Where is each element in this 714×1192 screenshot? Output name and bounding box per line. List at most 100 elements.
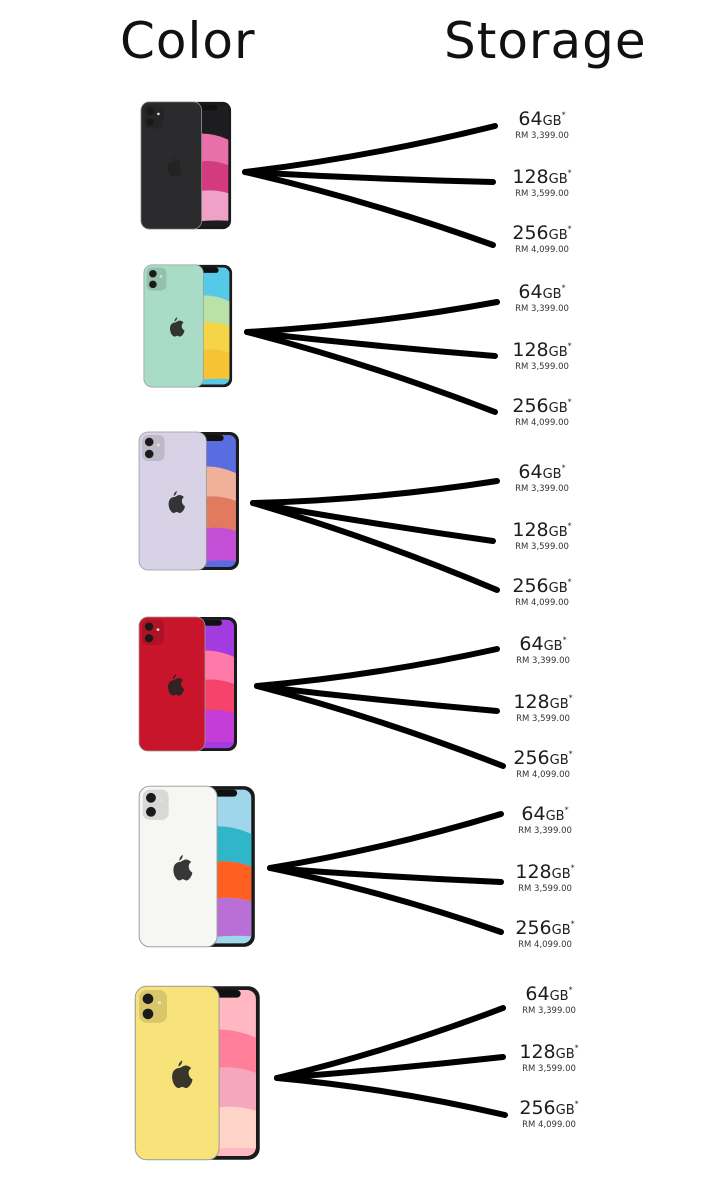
storage-option-green-256[interactable]: 256GB*RM 4,099.00 — [502, 395, 582, 428]
capacity-value: 64 — [525, 983, 550, 1005]
storage-capacity: 128GB* — [502, 166, 582, 188]
storage-option-red-128[interactable]: 128GB*RM 3,599.00 — [503, 691, 583, 724]
connector-black-2 — [242, 169, 496, 185]
capacity-unit: GB — [542, 287, 562, 302]
phone-red[interactable] — [138, 616, 238, 752]
storage-option-red-256[interactable]: 256GB*RM 4,099.00 — [503, 747, 583, 780]
storage-price: RM 3,599.00 — [515, 541, 569, 552]
capacity-unit: GB — [548, 172, 568, 187]
capacity-value: 128 — [515, 861, 552, 883]
footnote-mark: * — [570, 863, 575, 873]
capacity-value: 256 — [512, 575, 549, 597]
capacity-value: 256 — [512, 395, 549, 417]
storage-capacity: 64GB* — [502, 108, 582, 130]
capacity-value: 64 — [518, 461, 543, 483]
storage-option-white-256[interactable]: 256GB*RM 4,099.00 — [505, 918, 585, 950]
storage-price: RM 3,599.00 — [515, 188, 569, 199]
storage-price: RM 4,099.00 — [515, 597, 569, 608]
storage-capacity: 64GB* — [502, 461, 582, 483]
capacity-unit: GB — [543, 639, 563, 654]
footnote-mark: * — [567, 341, 572, 351]
capacity-unit: GB — [548, 228, 568, 243]
phone-purple[interactable] — [138, 431, 240, 571]
storage-option-purple-256[interactable]: 256GB*RM 4,099.00 — [502, 575, 582, 608]
storage-option-black-256[interactable]: 256GB*RM 4,099.00 — [502, 222, 582, 255]
connector-yellow-2 — [274, 1054, 506, 1081]
footnote-mark: * — [561, 110, 566, 120]
capacity-value: 128 — [512, 166, 549, 188]
storage-capacity: 64GB* — [502, 282, 582, 303]
capacity-value: 256 — [513, 747, 550, 769]
storage-capacity: 128GB* — [509, 1041, 589, 1063]
connector-purple-2 — [250, 500, 496, 544]
storage-price: RM 4,099.00 — [515, 417, 569, 428]
storage-option-white-128[interactable]: 128GB*RM 3,599.00 — [505, 861, 585, 894]
storage-price: RM 3,599.00 — [515, 361, 569, 372]
footnote-mark: * — [561, 463, 566, 473]
storage-option-black-64[interactable]: 64GB*RM 3,399.00 — [502, 108, 582, 141]
connector-red-1 — [254, 646, 500, 689]
storage-capacity: 256GB* — [503, 747, 583, 769]
storage-option-yellow-128[interactable]: 128GB*RM 3,599.00 — [509, 1041, 589, 1074]
footnote-mark: * — [567, 397, 572, 407]
capacity-value: 64 — [521, 803, 546, 825]
storage-price: RM 3,399.00 — [518, 825, 572, 836]
storage-option-red-64[interactable]: 64GB*RM 3,399.00 — [503, 633, 583, 666]
storage-option-green-128[interactable]: 128GB*RM 3,599.00 — [502, 340, 582, 372]
storage-price: RM 4,099.00 — [522, 1119, 576, 1130]
storage-price: RM 3,599.00 — [516, 713, 570, 724]
storage-option-green-64[interactable]: 64GB*RM 3,399.00 — [502, 282, 582, 314]
phone-black[interactable] — [140, 101, 232, 230]
footnote-mark: * — [561, 283, 566, 293]
connector-black-1 — [242, 123, 498, 175]
storage-capacity: 64GB* — [503, 633, 583, 655]
color-header: Color — [120, 12, 256, 70]
connector-green-1 — [244, 299, 500, 335]
storage-option-yellow-64[interactable]: 64GB*RM 3,399.00 — [509, 983, 589, 1016]
storage-option-purple-128[interactable]: 128GB*RM 3,599.00 — [502, 520, 582, 552]
footnote-mark: * — [564, 805, 569, 815]
connector-green-2 — [244, 329, 498, 359]
footnote-mark: * — [574, 1043, 579, 1053]
storage-capacity: 128GB* — [502, 520, 582, 541]
footnote-mark: * — [567, 577, 572, 587]
capacity-value: 64 — [518, 108, 543, 130]
storage-capacity: 64GB* — [505, 803, 585, 825]
storage-option-white-64[interactable]: 64GB*RM 3,399.00 — [505, 803, 585, 836]
phone-yellow[interactable] — [134, 985, 261, 1161]
storage-capacity: 256GB* — [505, 918, 585, 939]
capacity-value: 256 — [519, 1097, 556, 1119]
footnote-mark: * — [562, 635, 567, 645]
connector-red-2 — [254, 683, 500, 714]
storage-capacity: 256GB* — [502, 575, 582, 597]
storage-option-black-128[interactable]: 128GB*RM 3,599.00 — [502, 166, 582, 199]
storage-price: RM 4,099.00 — [516, 769, 570, 780]
capacity-value: 256 — [512, 222, 549, 244]
storage-capacity: 128GB* — [505, 861, 585, 883]
footnote-mark: * — [567, 521, 572, 531]
capacity-unit: GB — [545, 809, 565, 824]
capacity-unit: GB — [549, 989, 569, 1004]
storage-price: RM 3,399.00 — [522, 1005, 576, 1016]
capacity-value: 128 — [519, 1041, 556, 1063]
storage-option-yellow-256[interactable]: 256GB*RM 4,099.00 — [509, 1097, 589, 1130]
storage-price: RM 3,399.00 — [515, 303, 569, 314]
connector-purple-3 — [250, 500, 500, 593]
capacity-unit: GB — [549, 753, 569, 768]
connector-purple-1 — [250, 478, 500, 506]
capacity-value: 128 — [513, 691, 550, 713]
storage-capacity: 256GB* — [502, 222, 582, 244]
connector-white-3 — [267, 865, 504, 935]
capacity-unit: GB — [548, 345, 568, 360]
storage-price: RM 3,599.00 — [518, 883, 572, 894]
capacity-unit: GB — [549, 697, 569, 712]
footnote-mark: * — [574, 1099, 579, 1109]
phone-white[interactable] — [138, 785, 256, 948]
capacity-value: 64 — [519, 633, 544, 655]
footnote-mark: * — [567, 168, 572, 178]
storage-option-purple-64[interactable]: 64GB*RM 3,399.00 — [502, 461, 582, 494]
phone-green[interactable] — [143, 264, 233, 388]
capacity-unit: GB — [542, 467, 562, 482]
storage-price: RM 3,599.00 — [522, 1063, 576, 1074]
